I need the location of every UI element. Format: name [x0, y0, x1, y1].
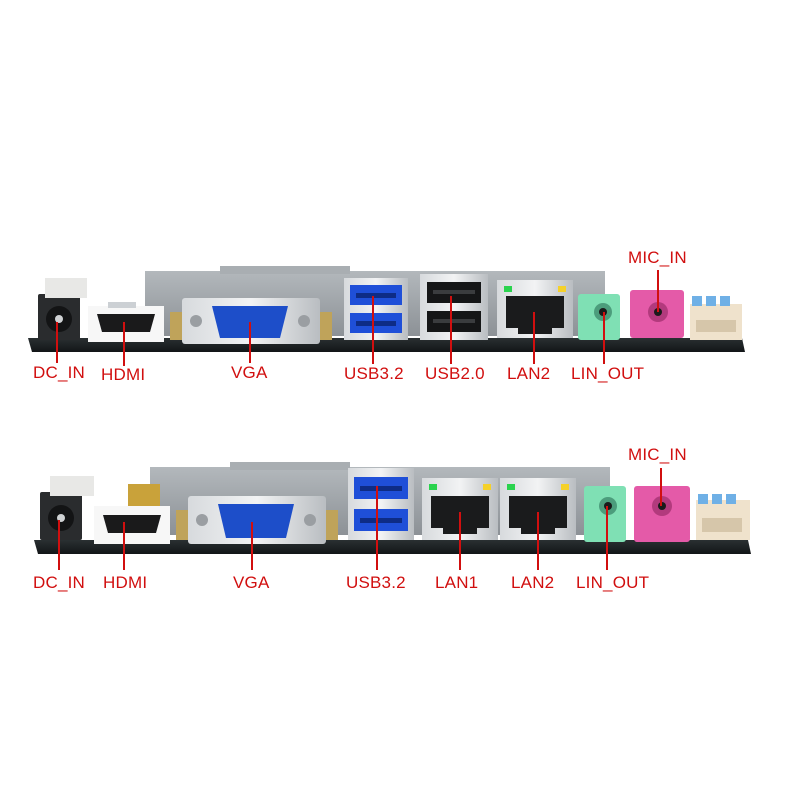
board-top-illustration [28, 266, 745, 366]
top-vga-port [170, 298, 332, 344]
top-label-dc-in: DC_IN [33, 363, 86, 382]
board-bottom-illustration [34, 462, 751, 570]
bottom-label-mic-in: MIC_IN [628, 445, 687, 464]
bottom-hdmi-port [94, 506, 170, 544]
bottom-dc-jack [40, 476, 94, 540]
bottom-shield-tab [230, 462, 350, 470]
board-top: DC_IN HDMI VGA USB3.2 USB2.0 LAN2 LIN_OU… [0, 240, 800, 440]
bottom-label-hdmi: HDMI [103, 573, 148, 592]
bottom-cable-bundle [128, 484, 160, 506]
top-label-lin-out: LIN_OUT [571, 364, 645, 383]
board-bottom: DC_IN HDMI VGA USB3.2 LAN1 LAN2 LIN_OUT … [0, 440, 800, 640]
top-usb20-stack [420, 274, 488, 340]
top-usb32-stack [344, 278, 408, 340]
bottom-label-vga: VGA [233, 573, 270, 592]
bottom-pin-header [696, 494, 750, 540]
bottom-label-lan2: LAN2 [511, 573, 555, 592]
top-leader-lines [56, 270, 659, 366]
top-label-vga: VGA [231, 363, 268, 382]
top-shield-tab [220, 266, 350, 274]
top-label-usb32: USB3.2 [344, 364, 404, 383]
top-pin-header [690, 296, 742, 340]
top-label-lan2: LAN2 [507, 364, 551, 383]
top-line-out-jack [578, 294, 620, 340]
bottom-usb32-stack [348, 468, 414, 540]
bottom-label-dc-in: DC_IN [33, 573, 86, 592]
top-hdmi-port [88, 302, 164, 342]
bottom-label-usb32: USB3.2 [346, 573, 406, 592]
top-dc-jack [38, 278, 87, 340]
top-label-usb20: USB2.0 [425, 364, 485, 383]
bottom-leader-lines [58, 468, 662, 570]
bottom-label-lin-out: LIN_OUT [576, 573, 650, 592]
bottom-line-out-jack [584, 486, 626, 542]
top-label-mic-in: MIC_IN [628, 248, 687, 267]
bottom-label-lan1: LAN1 [435, 573, 479, 592]
top-label-hdmi: HDMI [101, 365, 146, 384]
bottom-vga-port [176, 496, 338, 544]
